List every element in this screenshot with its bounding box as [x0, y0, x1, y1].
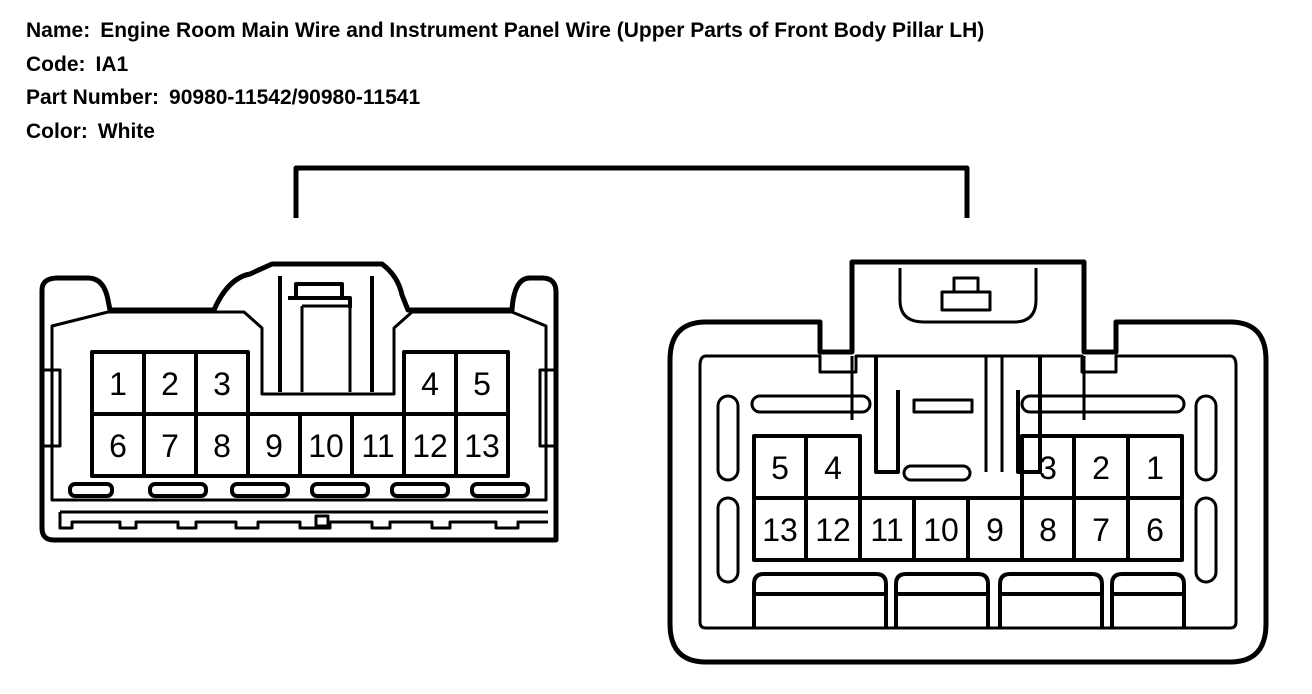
- left-pin-11: 11: [361, 428, 394, 464]
- left-bottom-bumps: [68, 482, 530, 498]
- left-pin-12: 12: [412, 428, 448, 464]
- left-pin-5: 5: [473, 366, 491, 402]
- name-line: Name: Engine Room Main Wire and Instrumen…: [26, 14, 984, 48]
- part-number-line: Part Number: 90980-11542/90980-11541: [26, 81, 984, 115]
- left-connector: [39, 261, 559, 543]
- right-pin-13: 13: [762, 512, 798, 548]
- left-cavity-grid: [90, 350, 510, 478]
- right-connector-body: [667, 259, 1269, 665]
- color-line: Color: White: [26, 115, 984, 149]
- left-pin-6: 6: [109, 428, 127, 464]
- right-pin-1: 1: [1146, 450, 1164, 486]
- right-pin-8: 8: [1039, 512, 1057, 548]
- code-line: Code: IA1: [26, 48, 984, 82]
- right-cavity-grid: [752, 434, 1184, 562]
- code-value: IA1: [95, 52, 129, 76]
- left-pin-13: 13: [464, 428, 500, 464]
- left-connector-frame: [50, 310, 548, 502]
- connector-header: Name: Engine Room Main Wire and Instrumen…: [26, 14, 984, 148]
- name-value: Engine Room Main Wire and Instrument Pan…: [100, 19, 985, 42]
- right-pin-3: 3: [1039, 450, 1057, 486]
- color-label: Color:: [26, 119, 88, 143]
- right-pin-6: 6: [1146, 512, 1164, 548]
- right-pin-10: 10: [923, 512, 959, 548]
- right-pin-2: 2: [1092, 450, 1110, 486]
- part-number-value: 90980-11542/90980-11541: [169, 86, 421, 109]
- connection-bracket: [293, 165, 970, 218]
- left-pin-4: 4: [421, 366, 439, 402]
- left-pin-9: 9: [265, 428, 283, 464]
- left-pin-8: 8: [213, 428, 231, 464]
- right-pin-7: 7: [1092, 512, 1110, 548]
- right-pin-5: 5: [771, 450, 789, 486]
- left-pin-2: 2: [161, 366, 179, 402]
- part-number-label: Part Number:: [26, 86, 160, 109]
- right-pin-12: 12: [815, 512, 851, 548]
- left-pin-7: 7: [161, 428, 179, 464]
- name-label: Name:: [26, 19, 91, 42]
- color-value: White: [97, 119, 155, 143]
- code-label: Code:: [26, 52, 86, 76]
- left-pin-1: 1: [109, 366, 127, 402]
- left-connector-body: [39, 261, 559, 543]
- right-pin-9: 9: [986, 512, 1004, 548]
- left-pin-3: 3: [213, 366, 231, 402]
- right-pin-4: 4: [824, 450, 842, 486]
- left-pin-10: 10: [308, 428, 344, 464]
- right-connector: [667, 259, 1269, 665]
- right-connector-frame: [698, 354, 1238, 630]
- right-bottom-compartments: [752, 572, 1186, 628]
- right-lock-tab: [940, 276, 992, 312]
- left-lock-tab: [288, 282, 352, 308]
- right-pin-11: 11: [870, 512, 903, 548]
